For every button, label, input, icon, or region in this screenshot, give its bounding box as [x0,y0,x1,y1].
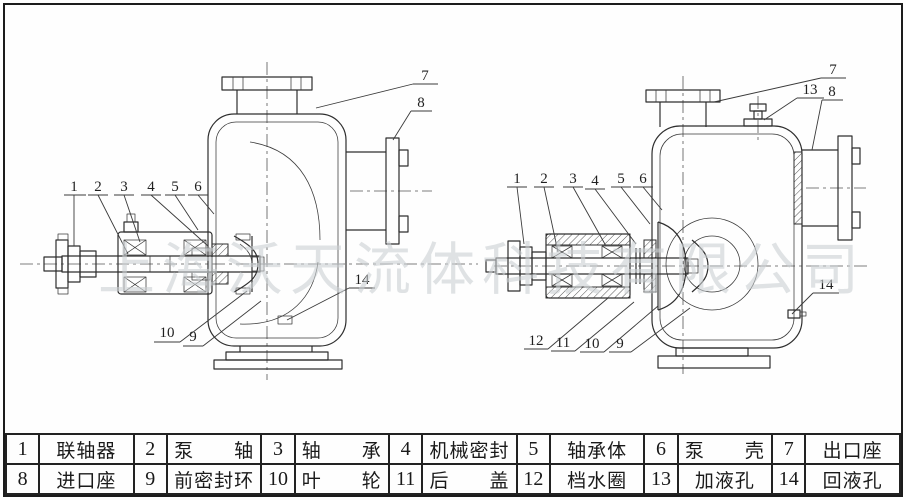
callout-left-2: 2 [94,179,102,195]
callout-right-4: 4 [591,173,599,189]
callout-left-3: 3 [120,179,128,195]
callout-right-14: 14 [819,277,835,293]
callout-left-5: 5 [171,179,179,195]
parts-table: 1 联轴器 2 泵 轴 3 轴 承 4 机械密封 5 轴承体 6 泵 壳 7 出… [4,433,901,495]
part-no: 3 [260,433,296,465]
part-name: 机械密封 [421,433,518,465]
callout-right-1: 1 [513,171,521,187]
callout-right-12: 12 [529,333,544,349]
part-name: 前密封环 [165,463,263,495]
part-name: 轴 承 [293,433,391,465]
callout-left-7: 7 [421,68,429,84]
part-no: 10 [260,463,296,495]
callout-left-10: 10 [160,325,175,341]
part-no: 14 [771,463,807,495]
part-no: 8 [4,463,41,495]
part-name: 叶 轮 [293,463,391,495]
callout-right-2: 2 [540,171,548,187]
callout-left-9: 9 [189,329,197,345]
parts-table-row-1: 1 联轴器 2 泵 轴 3 轴 承 4 机械密封 5 轴承体 6 泵 壳 7 出… [4,433,901,465]
part-name: 后 盖 [421,463,518,495]
part-name: 加液孔 [676,463,774,495]
part-name: 泵 壳 [676,433,774,465]
part-no: 12 [515,463,551,495]
part-no: 11 [388,463,424,495]
parts-table-container: 1 联轴器 2 泵 轴 3 轴 承 4 机械密封 5 轴承体 6 泵 壳 7 出… [4,433,901,495]
parts-table-row-2: 8 进口座 9 前密封环 10 叶 轮 11 后 盖 12 档水圈 13 加液孔… [4,463,901,495]
part-name: 出口座 [804,433,901,465]
part-no: 1 [4,433,41,465]
part-no: 13 [643,463,679,495]
left-view-callouts: 1 2 3 4 5 6 7 8 9 10 14 [64,68,438,347]
part-no: 2 [132,433,168,465]
part-name: 联轴器 [38,433,135,465]
part-no: 6 [643,433,679,465]
callout-right-5: 5 [617,171,625,187]
part-name: 档水圈 [548,463,646,495]
callout-right-11: 11 [556,335,570,351]
callout-right-8: 8 [828,84,836,100]
callout-right-3: 3 [569,171,577,187]
part-no: 7 [771,433,807,465]
part-name: 轴承体 [548,433,646,465]
right-pump-section-view [485,76,868,374]
right-view-callouts: 1 2 3 4 5 6 7 13 8 12 11 10 9 1 [507,62,846,353]
part-name: 回液孔 [804,463,901,495]
callout-left-14: 14 [355,272,371,288]
callout-right-10: 10 [585,336,600,352]
callout-left-6: 6 [194,179,202,195]
callout-right-6: 6 [639,171,647,187]
callout-right-7: 7 [829,62,837,78]
callout-left-8: 8 [417,95,425,111]
part-no: 9 [132,463,168,495]
part-name: 泵 轴 [165,433,263,465]
callout-left-1: 1 [70,179,78,195]
callout-left-4: 4 [147,179,155,195]
left-pump-section-view [20,62,478,380]
callout-right-9: 9 [616,336,624,352]
callout-right-13: 13 [803,82,818,98]
part-name: 进口座 [38,463,135,495]
part-no: 4 [388,433,424,465]
part-no: 5 [515,433,551,465]
